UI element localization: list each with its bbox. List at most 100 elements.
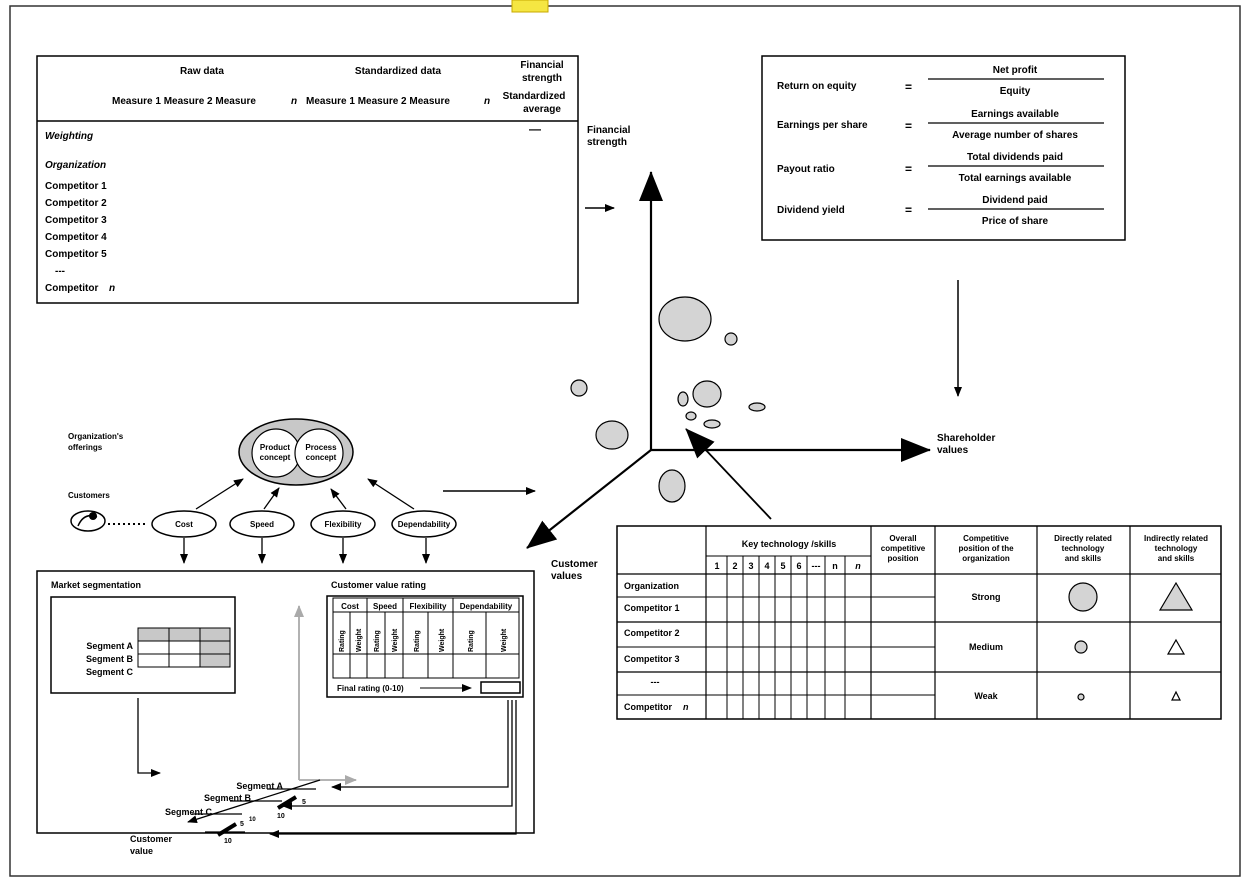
measures-raw: Measure 1 Measure 2 Measure	[112, 96, 256, 107]
row-competitor: Competitor 1	[45, 181, 107, 192]
bubble	[703, 419, 721, 429]
ratio-name: Earnings per share	[777, 120, 868, 131]
market-segmentation-title: Market segmentation	[51, 580, 141, 590]
col-standardized-data: Standardized data	[355, 66, 442, 77]
strong-label: Strong	[972, 592, 1001, 602]
process-concept-1: Process	[305, 443, 337, 452]
product-concept-1: Product	[260, 443, 291, 452]
cv-header: Speed	[373, 602, 397, 611]
ratio-denominator: Average number of shares	[952, 130, 1078, 141]
ratio-denominator: Price of share	[982, 216, 1049, 227]
tech-col-number: 2	[732, 561, 737, 571]
row-weighting: Weighting	[45, 131, 93, 142]
bubble	[658, 296, 712, 342]
std-average-1: Standardized	[503, 91, 566, 102]
ratio-numerator: Total dividends paid	[967, 152, 1063, 163]
rating-connector	[269, 700, 517, 838]
comp-header-3: organization	[962, 554, 1010, 563]
rating-label: Rating	[339, 630, 346, 652]
segmentation-block: Market segmentation Segment A Segment B …	[36, 570, 535, 856]
tech-col-number: 4	[764, 561, 769, 571]
ratio-equals: =	[905, 80, 912, 94]
tick-five: 5	[302, 799, 306, 806]
measures-std: Measure 1 Measure 2 Measure	[306, 96, 450, 107]
segment-label: Segment A	[86, 641, 133, 651]
dependability-node	[391, 510, 457, 538]
tech-row-label: ---	[651, 677, 660, 687]
segment-grid	[137, 627, 231, 668]
bubble	[677, 391, 689, 407]
segment-label: Segment B	[86, 654, 134, 664]
tech-col-number: n	[832, 561, 838, 571]
ratio-equals: =	[905, 203, 912, 217]
direct-header-2: technology	[1062, 544, 1105, 553]
offerings-diagram: Organization's offerings Product concept…	[68, 418, 457, 564]
ratio-numerator: Net profit	[993, 65, 1038, 76]
row-competitor-n: Competitor	[45, 283, 98, 294]
cost-node	[151, 510, 217, 538]
bubble	[570, 379, 588, 397]
cv-box	[326, 595, 524, 698]
offerings-label-1: Organization's	[68, 432, 124, 441]
customer-value-1: Customer	[130, 834, 173, 844]
seg-connector	[137, 698, 161, 777]
medium-circle-icon	[1074, 640, 1088, 654]
bubble	[692, 380, 722, 408]
bubble	[748, 402, 766, 412]
axes: Financial strength Shareholder values Cu…	[526, 125, 995, 582]
row-competitor: Competitor 3	[45, 215, 107, 226]
weak-triangle-icon	[1171, 690, 1181, 701]
bubble	[724, 332, 738, 346]
tick-ten-small: 10	[249, 817, 256, 823]
medium-label: Medium	[969, 642, 1003, 652]
weight-label: Weight	[501, 628, 508, 652]
tech-col-number: 1	[714, 561, 719, 571]
cv-header: Flexibility	[410, 602, 447, 611]
ratio-denominator: Total earnings available	[959, 173, 1072, 184]
financial-table: Raw data Standardized data Financial str…	[36, 55, 579, 304]
tech-row-label: Organization	[624, 581, 679, 591]
tick-mark	[216, 822, 238, 837]
cv-header: Dependability	[460, 602, 513, 611]
row-competitor: Competitor 2	[45, 198, 107, 209]
std-average-2: average	[523, 104, 561, 115]
bubble	[658, 469, 686, 503]
technology-table: Key technology /skills 1 2 3 4 5 6 --- n…	[616, 525, 1222, 720]
segment-label: Segment C	[86, 667, 134, 677]
label-financial-1: Financial	[587, 125, 631, 136]
customer-value-2: value	[130, 846, 153, 856]
weight-label: Weight	[356, 628, 363, 652]
tech-col-number: 3	[748, 561, 753, 571]
ratio-equals: =	[905, 162, 912, 176]
tech-col-number: 5	[780, 561, 785, 571]
cv-header: Cost	[341, 602, 359, 611]
bubble	[595, 420, 629, 450]
indirect-header-2: technology	[1155, 544, 1198, 553]
rating-label: Rating	[414, 630, 421, 652]
ratio-numerator: Earnings available	[971, 109, 1059, 120]
tech-row-label: Competitor	[624, 702, 672, 712]
tech-col-number: 6	[796, 561, 801, 571]
ratio-denominator: Equity	[1000, 86, 1031, 97]
ratio-name: Dividend yield	[777, 205, 845, 216]
indirect-header-1: Indirectly related	[1144, 534, 1208, 543]
ratios-box: Return on equity = Net profit Equity Ear…	[761, 55, 1126, 241]
measures-std-n: n	[484, 96, 490, 107]
flexibility-node	[310, 510, 376, 538]
weak-circle-icon	[1077, 693, 1085, 701]
segment-c-label: Segment C	[165, 807, 213, 817]
label-shareholder-1: Shareholder	[937, 433, 995, 444]
direct-header-3: and skills	[1065, 554, 1102, 563]
ratio-numerator: Dividend paid	[982, 195, 1048, 206]
tech-col-number-n: n	[855, 561, 861, 571]
overall-header-2: competitive	[881, 544, 926, 553]
weight-label: Weight	[392, 628, 399, 652]
tick-five: 5	[240, 821, 244, 828]
measures-raw-n: n	[291, 96, 297, 107]
medium-triangle-icon	[1166, 638, 1186, 655]
flexibility-label: Flexibility	[325, 520, 362, 529]
tech-row-label: Competitor 1	[624, 603, 680, 613]
rating-connector	[331, 700, 509, 791]
